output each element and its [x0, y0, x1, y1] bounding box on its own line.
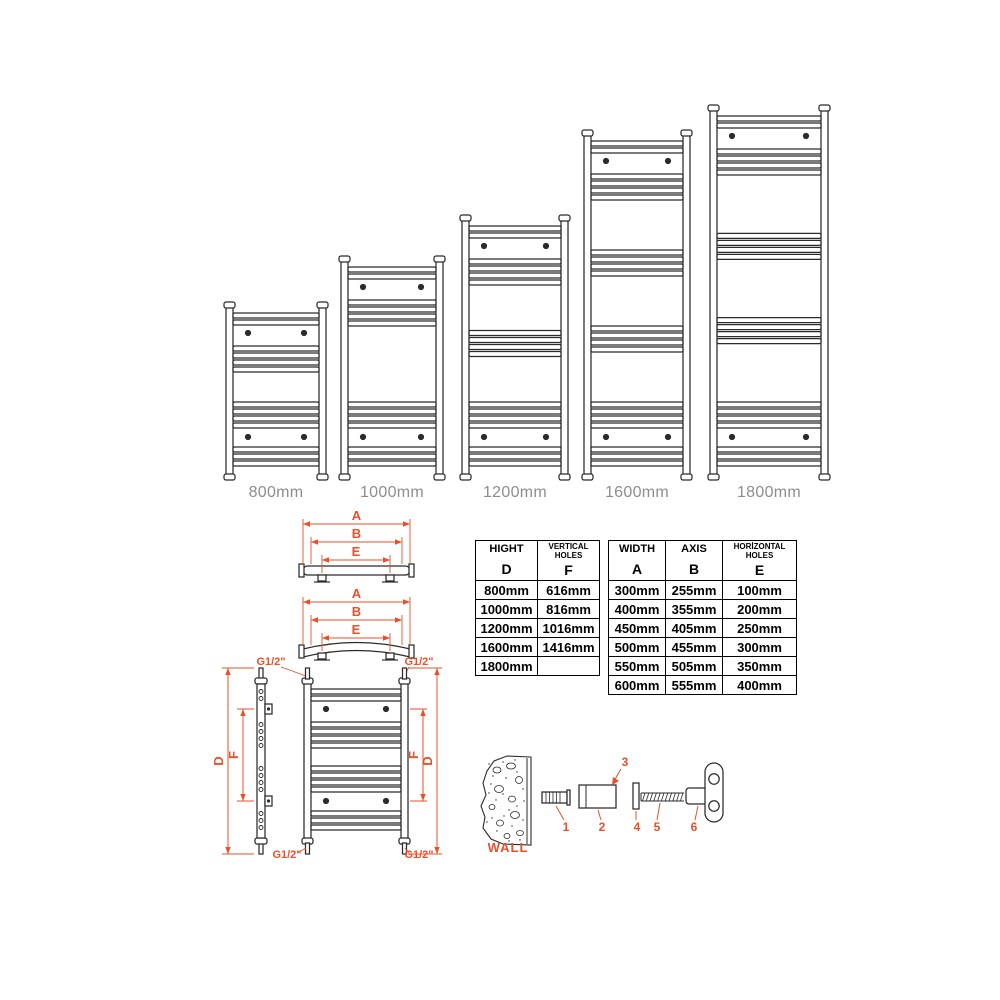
table-cell: 500mm: [608, 637, 666, 657]
dim-label: B: [352, 604, 361, 619]
dim-label: E: [352, 622, 361, 637]
radiator-size-label: 1800mm: [736, 484, 802, 501]
table-cell: 555mm: [665, 675, 723, 695]
dim-label: F: [226, 751, 241, 759]
thread-label: G1/2": [272, 849, 301, 861]
radiator-model-4: [707, 104, 831, 481]
column-title: WIDTH: [618, 542, 656, 555]
table-cell: [537, 656, 600, 676]
radiator-size-label: 1600mm: [604, 484, 670, 501]
dim-label: A: [352, 508, 362, 523]
column-title: HIGHT: [489, 542, 524, 555]
table-cell: 355mm: [665, 599, 723, 619]
top-view-straight: ABE: [298, 508, 415, 583]
radiator-lineup: [223, 104, 831, 481]
table-cell: 450mm: [608, 618, 666, 638]
table-cell: 300mm: [608, 580, 666, 600]
table-cell: 1800mm: [475, 656, 538, 676]
part-number: 4: [634, 820, 641, 834]
side-view: FD: [211, 667, 273, 855]
part-number: 6: [691, 820, 698, 834]
table-cell: 400mm: [722, 675, 797, 695]
dim-label: A: [352, 586, 362, 601]
column-title: HORİZONTAL HOLES: [733, 542, 786, 560]
top-view-curved: ABE: [298, 586, 415, 661]
front-view: FD: [301, 667, 442, 855]
wall-label: WALL: [488, 840, 529, 855]
table-cell: 1016mm: [537, 618, 600, 638]
radiator-model-3: [581, 129, 693, 481]
table-cell: 250mm: [722, 618, 797, 638]
radiator-size-label: 800mm: [248, 484, 304, 501]
table-cell: 616mm: [537, 580, 600, 600]
table-cell: 100mm: [722, 580, 797, 600]
table-cell: 550mm: [608, 656, 666, 676]
table-cell: 300mm: [722, 637, 797, 657]
radiator-model-0: [223, 301, 329, 481]
thread-labels-top: G1/2" G1/2": [256, 656, 434, 677]
column-header: HIGHT D: [475, 540, 538, 581]
radiator-model-2: [459, 214, 571, 481]
table-cell: 800mm: [475, 580, 538, 600]
table-cell: 255mm: [665, 580, 723, 600]
radiator-size-label: 1200mm: [482, 484, 548, 501]
column-symbol: D: [501, 561, 512, 578]
thread-labels-bottom: G1/2" G1/2": [272, 847, 434, 861]
table-cell: 1416mm: [537, 637, 600, 657]
table-cell: 505mm: [665, 656, 723, 676]
column-symbol: A: [631, 561, 643, 578]
table-cell: 1000mm: [475, 599, 538, 619]
dim-label: E: [352, 544, 361, 559]
dim-label: B: [352, 526, 361, 541]
part-number: 1: [563, 820, 570, 834]
table-cell: 200mm: [722, 599, 797, 619]
table-cell: 400mm: [608, 599, 666, 619]
part-number: 2: [599, 820, 606, 834]
thread-label: G1/2": [404, 656, 433, 668]
table-cell: 1200mm: [475, 618, 538, 638]
column-symbol: F: [564, 561, 573, 578]
table-cell: 405mm: [665, 618, 723, 638]
column-title: VERTICAL HOLES: [548, 542, 589, 560]
radiator-size-label: 1000mm: [359, 484, 425, 501]
column-header: AXIS B: [665, 540, 723, 581]
column-header: WIDTH A: [608, 540, 666, 581]
thread-label: G1/2": [404, 849, 433, 861]
radiator-model-1: [338, 255, 446, 481]
front-view-radiator: [301, 677, 411, 845]
table-cell: 1600mm: [475, 637, 538, 657]
table-cell: 455mm: [665, 637, 723, 657]
dim-label: F: [406, 751, 421, 759]
table-row: 1800mm: [475, 656, 600, 676]
column-symbol: B: [688, 561, 700, 578]
part-number: 3: [622, 755, 629, 769]
dim-label: D: [420, 756, 435, 765]
part-number: 5: [654, 820, 661, 834]
table-cell: 816mm: [537, 599, 600, 619]
thread-label: G1/2": [256, 656, 285, 668]
table-cell: 600mm: [608, 675, 666, 695]
table-cell: 350mm: [722, 656, 797, 676]
dim-label: D: [211, 756, 226, 765]
column-symbol: E: [754, 561, 765, 578]
column-title: AXIS: [681, 542, 707, 555]
